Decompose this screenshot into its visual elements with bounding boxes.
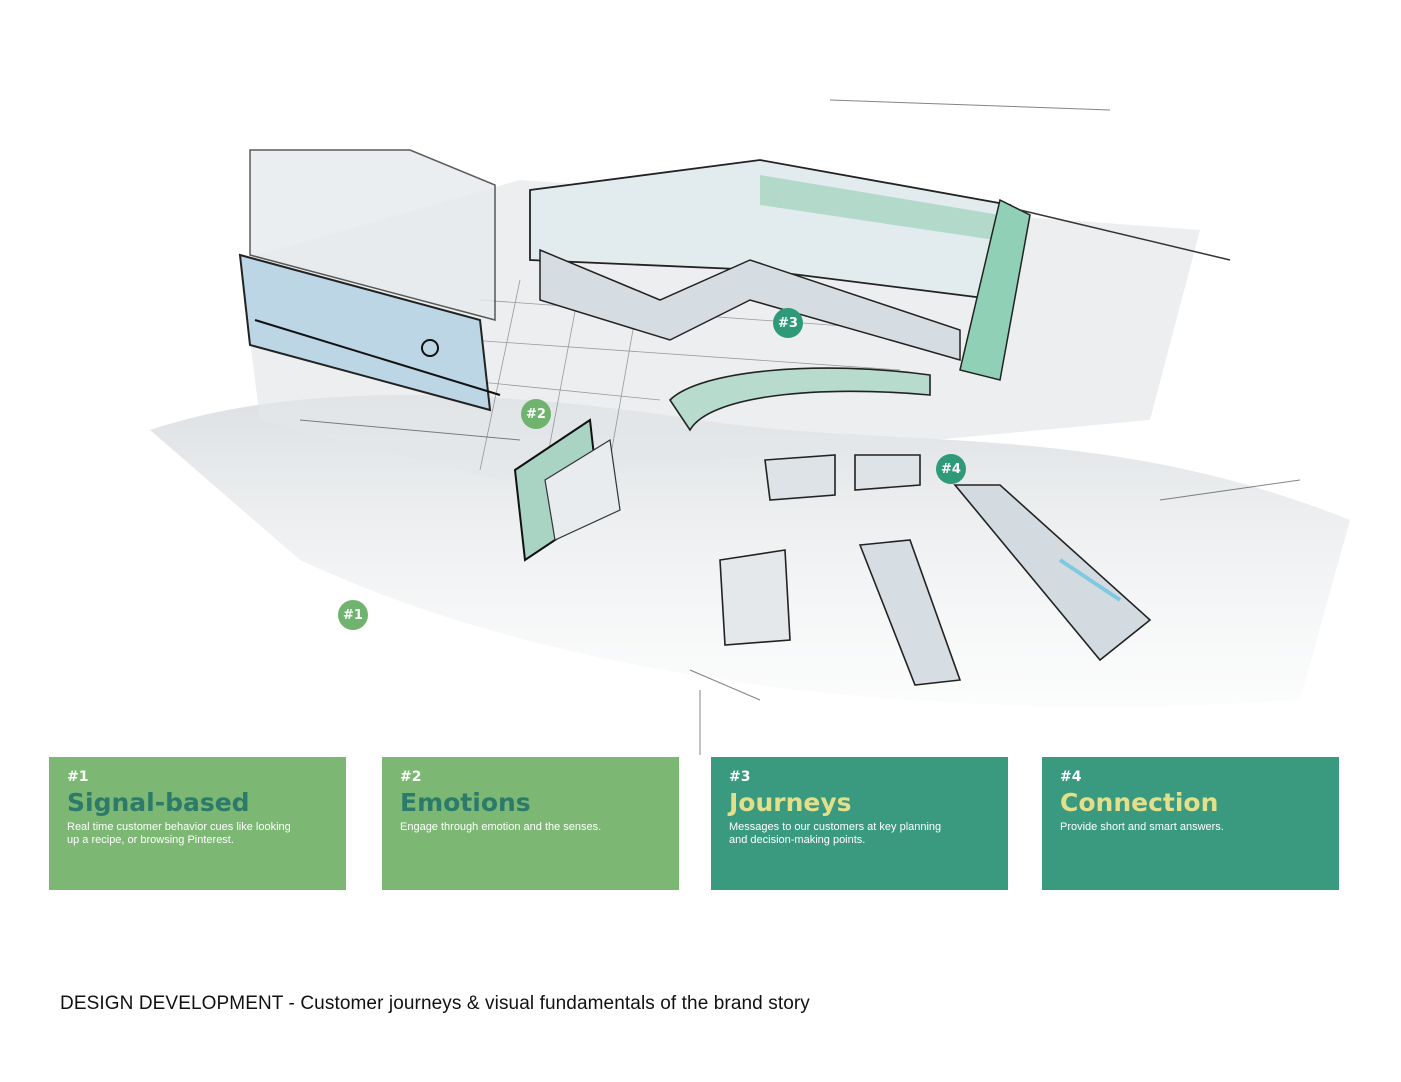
marker-3[interactable]: #3 [773,308,803,338]
card-description: Engage through emotion and the senses. [400,820,602,833]
card-title: Connection [1060,788,1219,817]
card-connection: #4 Connection Provide short and smart an… [1042,757,1339,890]
marker-3-label: #3 [778,315,798,331]
store-layout-sketch [150,99,1350,755]
card-description: Real time customer behavior cues like lo… [67,820,291,847]
back-counter [529,159,1231,381]
marker-2[interactable]: #2 [521,399,551,429]
card-emotions: #2 Emotions Engage through emotion and t… [382,757,679,890]
sketch-construction-lines [299,99,1301,755]
floor-grid [459,279,901,471]
card-description: Messages to our customers at key plannin… [729,820,942,847]
marker-1[interactable]: #1 [338,600,368,630]
card-description: Provide short and smart answers. [1060,820,1224,833]
card-number: #3 [729,769,751,785]
card-title: Emotions [400,788,531,817]
emotions-display [513,418,621,562]
marker-4[interactable]: #4 [936,454,966,484]
card-title: Signal-based [67,788,250,817]
marker-2-label: #2 [526,406,546,422]
marker-1-label: #1 [343,607,363,623]
marker-4-label: #4 [941,461,961,477]
gondola-units [719,454,1152,686]
card-signal-based: #1 Signal-based Real time customer behav… [49,757,346,890]
card-title: Journeys [729,788,852,817]
card-number: #2 [400,769,422,785]
signal-wall [238,149,501,412]
card-number: #4 [1060,769,1082,785]
curved-counter [668,367,931,432]
card-journeys: #3 Journeys Messages to our customers at… [711,757,1008,890]
card-number: #1 [67,769,89,785]
page-caption: DESIGN DEVELOPMENT - Customer journeys &… [60,993,810,1014]
